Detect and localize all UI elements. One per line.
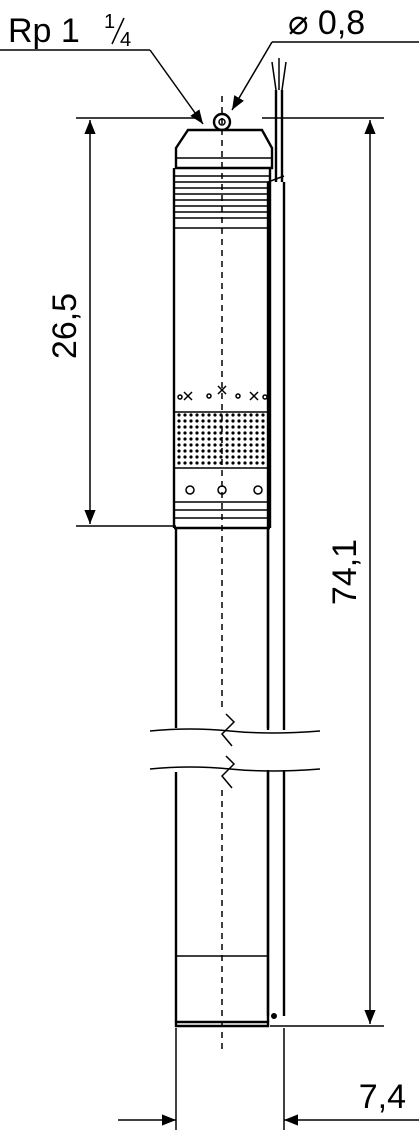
- dimension-diameter: 7,4: [118, 1028, 419, 1130]
- break-line-upper: [149, 728, 321, 734]
- cable-diameter-label: ⌀ 0,8: [231, 4, 419, 111]
- thread-fraction-denominator: 4: [120, 29, 131, 51]
- pump-outlet-head: [174, 128, 274, 170]
- diameter-value: 7,4: [359, 1078, 406, 1116]
- thread-leader-arrow: [149, 49, 204, 125]
- dimension-total-length: 74,1: [262, 117, 384, 1027]
- cable-leader-arrow: [231, 41, 273, 111]
- total-length-value: 74,1: [326, 539, 364, 605]
- pump-length-value: 26,5: [46, 293, 84, 359]
- thread-label-text: Rp 1: [8, 12, 80, 50]
- dimension-pump-length: 26,5: [46, 117, 196, 527]
- length-break-symbol: [149, 713, 321, 789]
- centerline-break-upper: [220, 713, 236, 747]
- motor-bottom: [174, 1020, 270, 1028]
- cable-diameter-text: ⌀ 0,8: [288, 4, 365, 42]
- power-cable: [271, 58, 287, 182]
- break-gap: [150, 730, 320, 770]
- cable-guard-foot: [271, 1013, 277, 1019]
- cable-wire-ends: [271, 58, 287, 91]
- pump-body: [172, 112, 274, 1028]
- thread-fraction-slash: [111, 17, 125, 45]
- inlet-marks-upper: [177, 385, 268, 401]
- centerline-break-lower: [220, 755, 236, 789]
- inlet-holes-lower: [185, 485, 263, 495]
- thread-fraction-numerator: 1: [104, 11, 115, 33]
- thread-label: Rp 1 1 4: [0, 11, 204, 125]
